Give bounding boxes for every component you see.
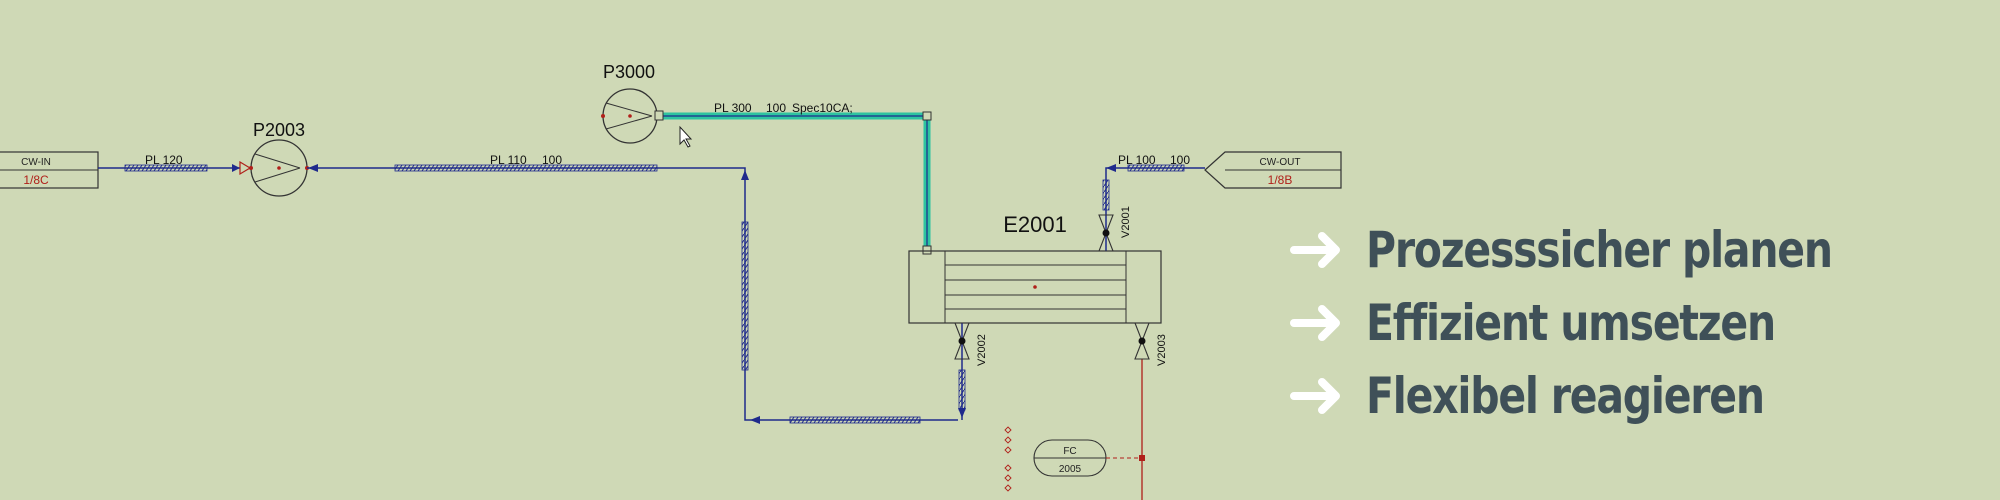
pump-p2003-tag: P2003: [253, 120, 305, 140]
valve-v2002[interactable]: V2002: [954, 322, 988, 366]
flow-arrow-icon: [232, 164, 240, 172]
marker-column: [1004, 426, 1012, 492]
tap-point-icon: [1139, 455, 1145, 461]
insulation-pl120: [124, 164, 208, 172]
flow-arrow-icon: [741, 170, 749, 180]
arrow-right-icon: [1290, 304, 1340, 341]
line-pl300[interactable]: [660, 115, 928, 250]
arrow-right-icon: [1290, 377, 1340, 414]
offpage-connector-cw-out[interactable]: CW-OUT 1/8B: [1204, 151, 1342, 189]
tagline-item: Prozesssicher planen: [1290, 220, 1934, 279]
mouse-cursor-icon: [679, 125, 693, 148]
exchanger-tag: E2001: [1003, 212, 1067, 237]
pl110-size: 100: [542, 153, 562, 167]
cw-in-title: CW-IN: [21, 157, 51, 168]
valve-v2003[interactable]: V2003: [1134, 322, 1168, 366]
selection-handle[interactable]: [654, 110, 664, 121]
pl300-spec: Spec10CA;: [792, 101, 853, 115]
pl300-size: 100: [766, 101, 786, 115]
cw-out-ref: 1/8B: [1268, 173, 1293, 187]
tagline-item: Flexibel reagieren: [1290, 366, 1934, 425]
selection-handle[interactable]: [922, 245, 932, 255]
insulation-pl100: [1127, 164, 1185, 172]
pl100-size: 100: [1170, 153, 1190, 167]
tagline-text: Prozesssicher planen: [1366, 220, 1833, 279]
valve-v2001[interactable]: V2001: [1098, 206, 1132, 252]
insulation-pl100-vertical: [1102, 179, 1110, 211]
tagline-item: Effizient umsetzen: [1290, 293, 1934, 352]
controller-type: FC: [1063, 446, 1076, 457]
controller-number: 2005: [1059, 464, 1082, 475]
valve-v2001-tag: V2001: [1120, 206, 1132, 238]
arrow-right-icon: [1290, 231, 1340, 268]
offpage-connector-cw-in[interactable]: CW-IN 1/8C: [0, 151, 99, 189]
pl300-label: PL 300: [714, 101, 752, 115]
tagline-text: Flexibel reagieren: [1366, 366, 1765, 425]
tagline-text: Effizient umsetzen: [1366, 293, 1776, 352]
flow-arrow-icon: [958, 408, 966, 418]
pump-p3000-tag: P3000: [603, 62, 655, 82]
insulation-pl110: [394, 164, 658, 172]
pump-p3000[interactable]: P3000: [601, 62, 658, 144]
heat-exchanger-e2001[interactable]: E2001: [908, 212, 1162, 324]
valve-v2002-tag: V2002: [976, 334, 988, 366]
pl110-label: PL 110: [490, 153, 527, 167]
insulation-v2002: [958, 369, 966, 411]
cw-in-ref: 1/8C: [23, 173, 49, 187]
selection-handle[interactable]: [922, 111, 932, 121]
line-pl110[interactable]: [307, 167, 958, 421]
pl120-label: PL 120: [145, 153, 183, 167]
insulation-vertical: [741, 221, 749, 371]
tagline-list: Prozesssicher planen Effizient umsetzen …: [1290, 220, 1934, 425]
valve-v2003-tag: V2003: [1156, 334, 1168, 366]
flow-arrow-icon: [750, 416, 760, 424]
flow-controller-fc2005[interactable]: FC 2005: [1033, 439, 1107, 477]
flow-arrow-icon: [308, 164, 318, 172]
reducer-icon: [239, 160, 252, 176]
line-pl300-highlight[interactable]: [660, 112, 931, 250]
insulation-bottom: [789, 416, 921, 424]
flow-arrow-icon: [1106, 164, 1116, 172]
cw-out-title: CW-OUT: [1260, 157, 1301, 168]
pl100-label: PL 100: [1118, 153, 1156, 167]
pump-p2003[interactable]: P2003: [249, 120, 309, 197]
